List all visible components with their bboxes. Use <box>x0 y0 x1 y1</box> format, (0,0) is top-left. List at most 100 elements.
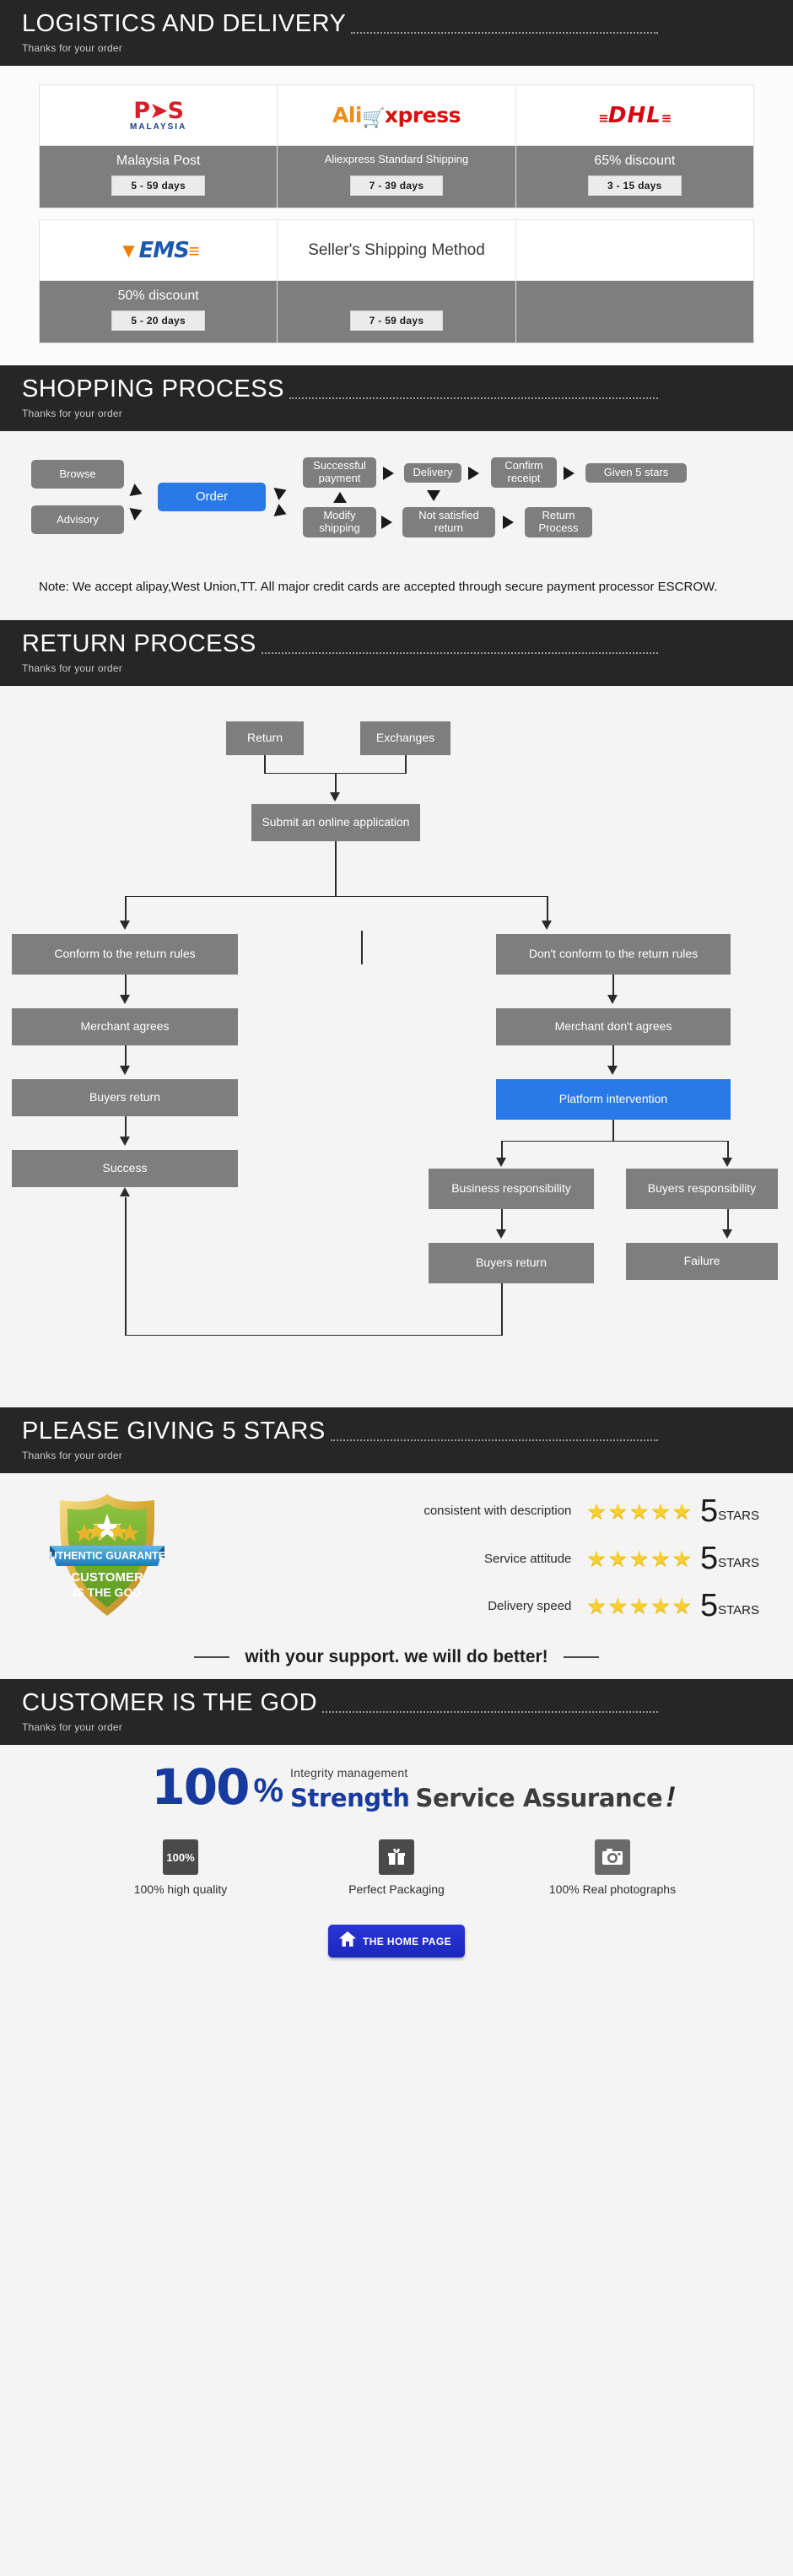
connector-line <box>264 754 266 774</box>
divider-dash <box>563 1656 599 1659</box>
carrier-days-badge: 7 - 59 days <box>349 311 444 331</box>
carrier-name: Malaysia Post <box>116 154 201 168</box>
feature-label: Perfect Packaging <box>348 1882 445 1897</box>
arrow-icon <box>381 516 392 529</box>
arrow-icon <box>722 1157 732 1167</box>
service-assurance-text: Service Assurance <box>415 1784 663 1813</box>
dotted-rule <box>330 1439 658 1441</box>
carrier-days-badge: 7 - 39 days <box>349 176 444 196</box>
rating-row: Delivery speed ★★★★★ 5 STARS <box>196 1588 774 1624</box>
flow-node-conform-rules[interactable]: Conform to the return rules <box>12 933 238 975</box>
section-header-shopping: SHOPPING PROCESS Thanks for your order <box>0 365 793 431</box>
flow-node-merchant-agrees[interactable]: Merchant agrees <box>12 1007 238 1045</box>
carrier-logo-cell-empty <box>515 219 755 281</box>
connector-line <box>612 974 614 998</box>
rating-score: 5 <box>699 1493 719 1529</box>
arrow-icon <box>273 483 289 500</box>
dhl-logo: ≡DHL≡ <box>598 102 672 128</box>
flow-node-browse[interactable]: Browse <box>31 460 124 489</box>
shield-line1: CUSTOMER <box>71 1570 143 1585</box>
section-title: CUSTOMER IS THE GOD <box>22 1689 318 1717</box>
flow-node-exchanges[interactable]: Exchanges <box>360 721 450 755</box>
connector-line <box>501 1283 503 1336</box>
shopping-flow-section: Browse Advisory Order Successful payment… <box>0 431 793 620</box>
connector-line <box>727 1140 729 1161</box>
section-subtitle: Thanks for your order <box>22 408 122 419</box>
rating-label: Delivery speed <box>488 1598 572 1613</box>
hundred-number: 100 <box>151 1758 250 1817</box>
percent-100-icon: 100% <box>163 1839 198 1876</box>
flow-node-merchant-not-agrees[interactable]: Merchant don't agrees <box>496 1007 731 1045</box>
carrier-info-cell: 50% discount 5 - 20 days <box>38 280 278 343</box>
carrier-info-cell: 7 - 59 days <box>277 280 516 343</box>
arrow-icon <box>120 1065 130 1075</box>
flow-node-delivery[interactable]: Delivery <box>404 463 461 483</box>
authentic-guarantee-shield-icon: AUTHENTIC GUARANTEE CUSTOMER IS THE GOD <box>50 1492 165 1618</box>
shield-line2: IS THE GOD <box>73 1585 142 1599</box>
flow-node-confirm-receipt[interactable]: Confirm receipt <box>491 457 557 488</box>
flow-node-return-process[interactable]: Return Process <box>525 507 592 537</box>
the-home-page-button[interactable]: THE HOME PAGE <box>328 1925 465 1958</box>
shopping-flowchart: Browse Advisory Order Successful payment… <box>19 453 774 564</box>
ratings-section: AUTHENTIC GUARANTEE CUSTOMER IS THE GOD … <box>0 1472 793 1680</box>
rating-rows: consistent with description ★★★★★ 5 STAR… <box>196 1488 774 1639</box>
arrow-icon <box>496 1229 506 1239</box>
rating-row: Service attitude ★★★★★ 5 STARS <box>196 1540 774 1576</box>
flow-node-buyers-return-right[interactable]: Buyers return <box>429 1242 594 1283</box>
ems-logo: ▼EMS≡ <box>118 237 200 263</box>
connector-line <box>125 1334 502 1337</box>
star-rating-icons: ★★★★★ <box>586 1498 693 1524</box>
logistics-table-wrap: P➤S MALAYSIA Ali🛒xpress ≡DHL≡ <box>0 66 793 365</box>
connector-line <box>125 974 127 998</box>
carrier-name: Aliexpress Standard Shipping <box>324 153 469 165</box>
camera-icon <box>595 1839 630 1876</box>
carrier-logo-cell: Seller's Shipping Method <box>277 219 516 281</box>
rating-label: consistent with description <box>423 1504 572 1519</box>
carrier-name: 50% discount <box>117 289 199 303</box>
connector-line <box>335 772 337 796</box>
arrow-icon <box>129 504 145 521</box>
logistics-table: P➤S MALAYSIA Ali🛒xpress ≡DHL≡ <box>38 84 755 343</box>
arrow-icon <box>129 483 145 500</box>
flow-node-success[interactable]: Success <box>12 1149 238 1187</box>
star-rating-icons: ★★★★★ <box>586 1546 693 1572</box>
arrow-icon <box>120 1136 130 1146</box>
flow-node-platform-intervention[interactable]: Platform intervention <box>496 1078 731 1120</box>
carrier-logo-cell: ≡DHL≡ <box>515 84 755 146</box>
connector-line <box>612 1119 614 1142</box>
gift-box-icon <box>379 1839 414 1876</box>
flow-node-return[interactable]: Return <box>226 721 304 755</box>
connector-line <box>125 1115 127 1140</box>
flow-node-buyers-return-left[interactable]: Buyers return <box>12 1078 238 1116</box>
flow-node-buyers-responsibility[interactable]: Buyers responsibility <box>626 1168 778 1209</box>
arrow-icon <box>120 1186 130 1196</box>
flow-node-not-conform-rules[interactable]: Don't conform to the return rules <box>496 933 731 975</box>
feature-row: 100% 100% high quality Perfect Packaging <box>0 1839 793 1896</box>
carrier-logo-cell: ▼EMS≡ <box>38 219 278 281</box>
flow-node-advisory[interactable]: Advisory <box>31 505 124 534</box>
connector-line <box>501 1140 729 1142</box>
connector-line <box>335 840 337 897</box>
flow-node-submit-application[interactable]: Submit an online application <box>251 803 420 841</box>
flow-node-successful-payment[interactable]: Successful payment <box>303 457 376 488</box>
arrow-icon <box>468 467 479 480</box>
flow-node-modify-shipping[interactable]: Modify shipping <box>303 507 376 537</box>
connector-line <box>125 895 547 898</box>
flow-node-order[interactable]: Order <box>158 483 266 511</box>
aliexpress-logo: Ali🛒xpress <box>332 103 461 129</box>
rating-score: 5 <box>699 1588 719 1624</box>
home-button-label: THE HOME PAGE <box>363 1935 451 1947</box>
arrow-icon <box>564 467 575 480</box>
flow-node-business-responsibility[interactable]: Business responsibility <box>429 1168 594 1209</box>
flow-node-not-satisfied-return[interactable]: Not satisfied return <box>402 507 495 537</box>
rating-unit: STARS <box>718 1508 759 1523</box>
section-header-god: CUSTOMER IS THE GOD Thanks for your orde… <box>0 1679 793 1746</box>
flow-node-given-5-stars[interactable]: Given 5 stars <box>585 463 687 483</box>
star-rating-icons: ★★★★★ <box>586 1593 693 1619</box>
flow-node-failure[interactable]: Failure <box>626 1242 778 1280</box>
shield-box: AUTHENTIC GUARANTEE CUSTOMER IS THE GOD <box>19 1488 196 1618</box>
rating-score: 5 <box>699 1540 719 1576</box>
dotted-rule <box>322 1711 658 1714</box>
table-row: 50% discount 5 - 20 days 7 - 59 days <box>38 280 755 343</box>
feature-label: 100% Real photographs <box>548 1882 677 1897</box>
